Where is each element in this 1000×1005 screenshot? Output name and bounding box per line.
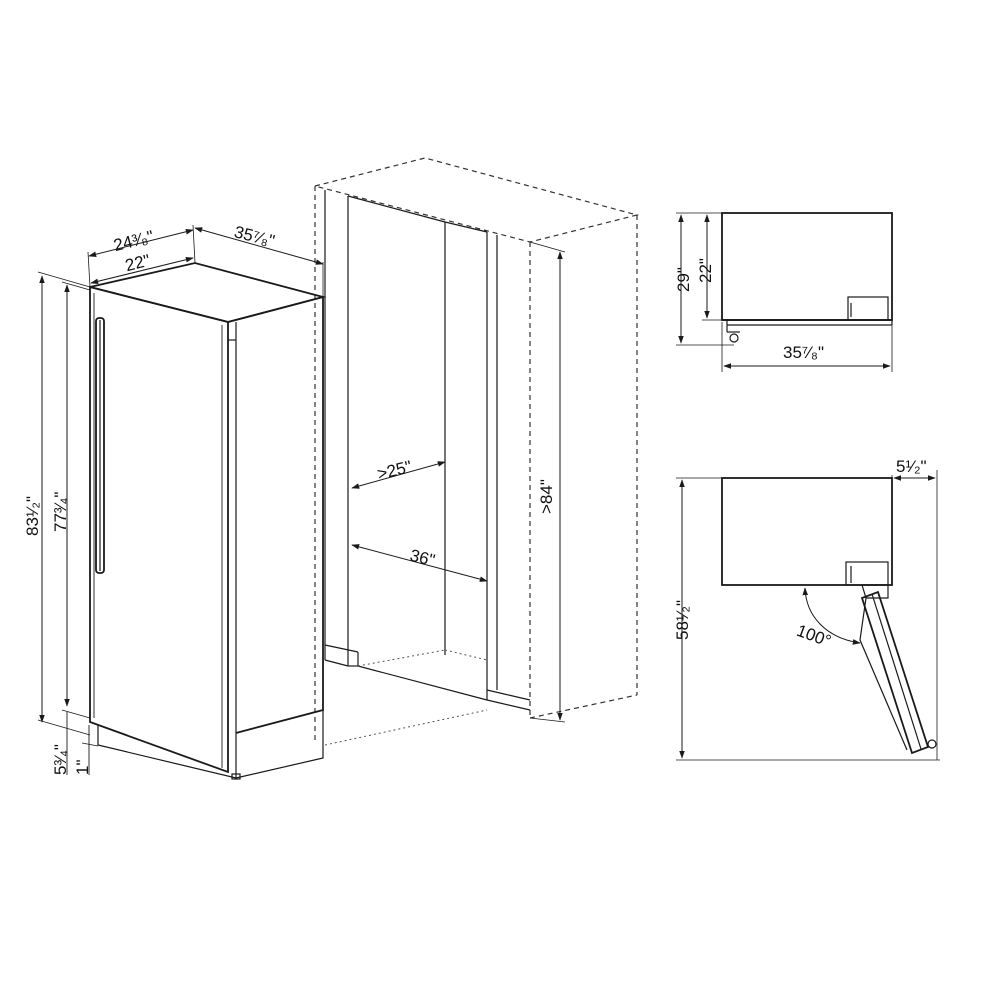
niche-outline [314, 157, 640, 746]
label-niche-depth: >25" [375, 457, 413, 484]
dim-niche-width: 36" [351, 544, 488, 582]
label-top-width: 22" [123, 251, 152, 275]
label-niche-width: 36" [408, 546, 437, 570]
dim-opening-depth: 35⁷⁄₈" [194, 222, 324, 297]
label-side-depth: 35⁷⁄₈" [783, 343, 824, 362]
label-door-clearance: 58¹⁄₂" [673, 600, 692, 640]
label-side-body-height: 22" [696, 258, 715, 283]
dim-side-depth: 35⁷⁄₈" [721, 322, 893, 372]
dim-niche-depth: >25" [351, 457, 446, 489]
label-niche-height: >84" [537, 479, 556, 514]
label-cabinet-height: 77³⁄₄" [51, 492, 70, 532]
label-door-offset: 5¹⁄₂" [896, 457, 927, 476]
refrigerator-iso [89, 262, 327, 780]
label-top-depth: 24³⁄₈" [112, 227, 156, 255]
dim-niche-height: >84" [529, 241, 566, 723]
label-base-height: 5³⁄₄" [51, 744, 70, 775]
dim-total-height: 83¹⁄₂" [23, 271, 91, 736]
label-side-total-height: 29" [674, 267, 693, 292]
label-foot-height: 1" [73, 760, 92, 776]
top-view: 100° [721, 477, 937, 755]
dim-door-offset: 5¹⁄₂" [891, 457, 938, 760]
open-door [859, 590, 937, 755]
door-handle [95, 317, 105, 574]
label-opening-depth: 35⁷⁄₈" [232, 222, 276, 250]
label-door-angle: 100° [794, 621, 834, 651]
dim-door-clearance: 58¹⁄₂" [673, 477, 940, 761]
dim-cabinet-height: 77³⁄₄" [51, 281, 91, 707]
label-total-height: 83¹⁄₂" [23, 496, 42, 536]
dim-side-body-height: 22" [696, 214, 722, 321]
dim-base: 5³⁄₄" 1" [51, 709, 99, 776]
side-view [721, 212, 893, 343]
dim-side-total-height: 29" [674, 212, 734, 346]
